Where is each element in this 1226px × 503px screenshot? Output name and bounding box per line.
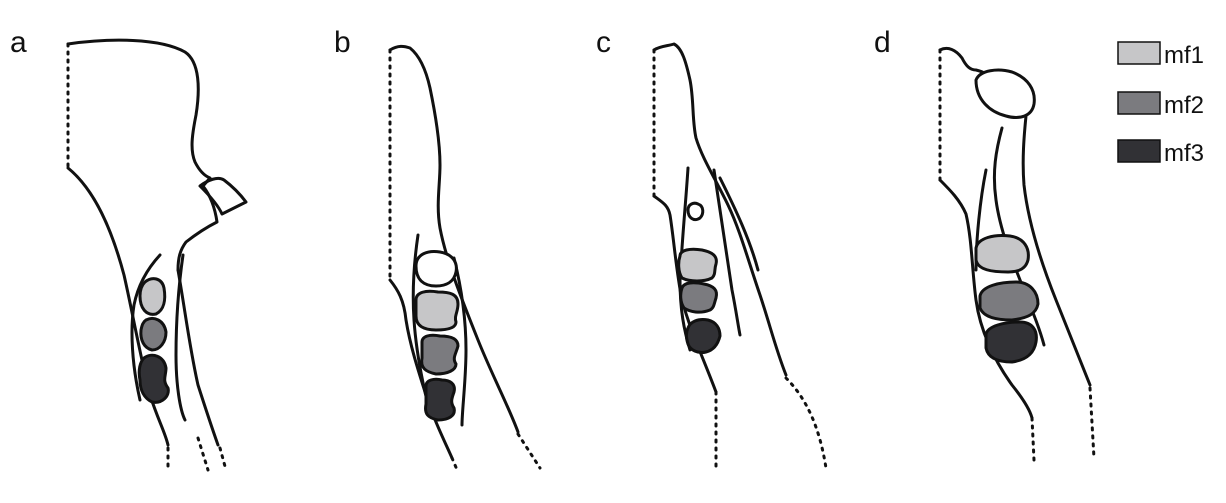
- legend-label-mf3: mf3: [1164, 140, 1204, 167]
- panel-c-outline-outer: [652, 42, 788, 377]
- panel-b: b: [334, 26, 542, 474]
- panel-c-mf3-cell: [685, 318, 722, 354]
- legend-swatch-mf3: [1117, 139, 1161, 163]
- panel-d-mf2-cell: [978, 280, 1040, 322]
- legend-swatch-mf1: [1117, 41, 1161, 65]
- panel-d-label: d: [874, 26, 891, 59]
- panel-a-outline-outer: [66, 38, 219, 272]
- panel-a-label: a: [10, 26, 27, 59]
- panel-a-mf3-cell: [137, 353, 170, 404]
- panel-a-tail-dotted-2: [196, 436, 210, 472]
- panel-a: a: [10, 26, 248, 472]
- panel-c: c: [596, 26, 828, 470]
- panel-b-mf3-cell: [424, 377, 456, 422]
- panel-b-tail-dotted-1: [450, 456, 460, 474]
- panel-a-dorsal-line: [176, 268, 220, 447]
- panel-c-label: c: [596, 26, 611, 59]
- panel-d-top-oval: [974, 68, 1036, 119]
- panel-b-inner-line-2: [452, 256, 468, 427]
- panel-a-inner-line-1: [130, 253, 162, 402]
- panel-c-inner-line-2: [712, 168, 742, 337]
- panel-b-empty-cell: [414, 250, 458, 288]
- panel-b-outline-ventral: [388, 278, 454, 460]
- legend-item-mf1: mf1: [1117, 41, 1204, 69]
- panel-a-protrusion: [198, 176, 248, 216]
- panel-c-small-cell: [686, 201, 705, 222]
- panel-c-mf2-cell: [679, 281, 718, 314]
- panel-d-tail-dotted-1: [1030, 416, 1036, 462]
- panel-a-mf1-cell: [138, 277, 167, 316]
- panel-d-mf1-cell: [974, 234, 1030, 274]
- panel-b-tail-dotted-2: [516, 432, 542, 470]
- legend-item-mf2: mf2: [1117, 91, 1204, 119]
- panel-d-outline-ventral: [938, 178, 1034, 420]
- panel-c-inner-line-3: [718, 176, 760, 272]
- panel-d: d: [874, 26, 1096, 462]
- panel-a-mf2-cell: [139, 317, 168, 352]
- panel-b-inner-line-1: [411, 233, 430, 407]
- panel-b-label: b: [334, 26, 351, 59]
- legend-label-mf2: mf2: [1164, 92, 1204, 119]
- panel-c-tail-dotted-2: [784, 376, 828, 470]
- panel-b-mf1-cell: [414, 289, 460, 332]
- panel-c-inner-line-1: [678, 166, 692, 352]
- panel-b-mf2-cell: [420, 333, 460, 376]
- panel-b-outline-outer: [388, 44, 520, 434]
- legend: mf1 mf2 mf3: [1117, 41, 1204, 167]
- legend-item-mf3: mf3: [1117, 139, 1204, 167]
- panel-d-tail-dotted-2: [1088, 386, 1096, 460]
- legend-label-mf1: mf1: [1164, 42, 1204, 69]
- panel-c-mf1-cell: [677, 247, 718, 283]
- panel-a-tail-dotted-3: [218, 446, 228, 472]
- panel-d-mf3-cell: [984, 320, 1038, 364]
- legend-swatch-mf2: [1117, 91, 1161, 115]
